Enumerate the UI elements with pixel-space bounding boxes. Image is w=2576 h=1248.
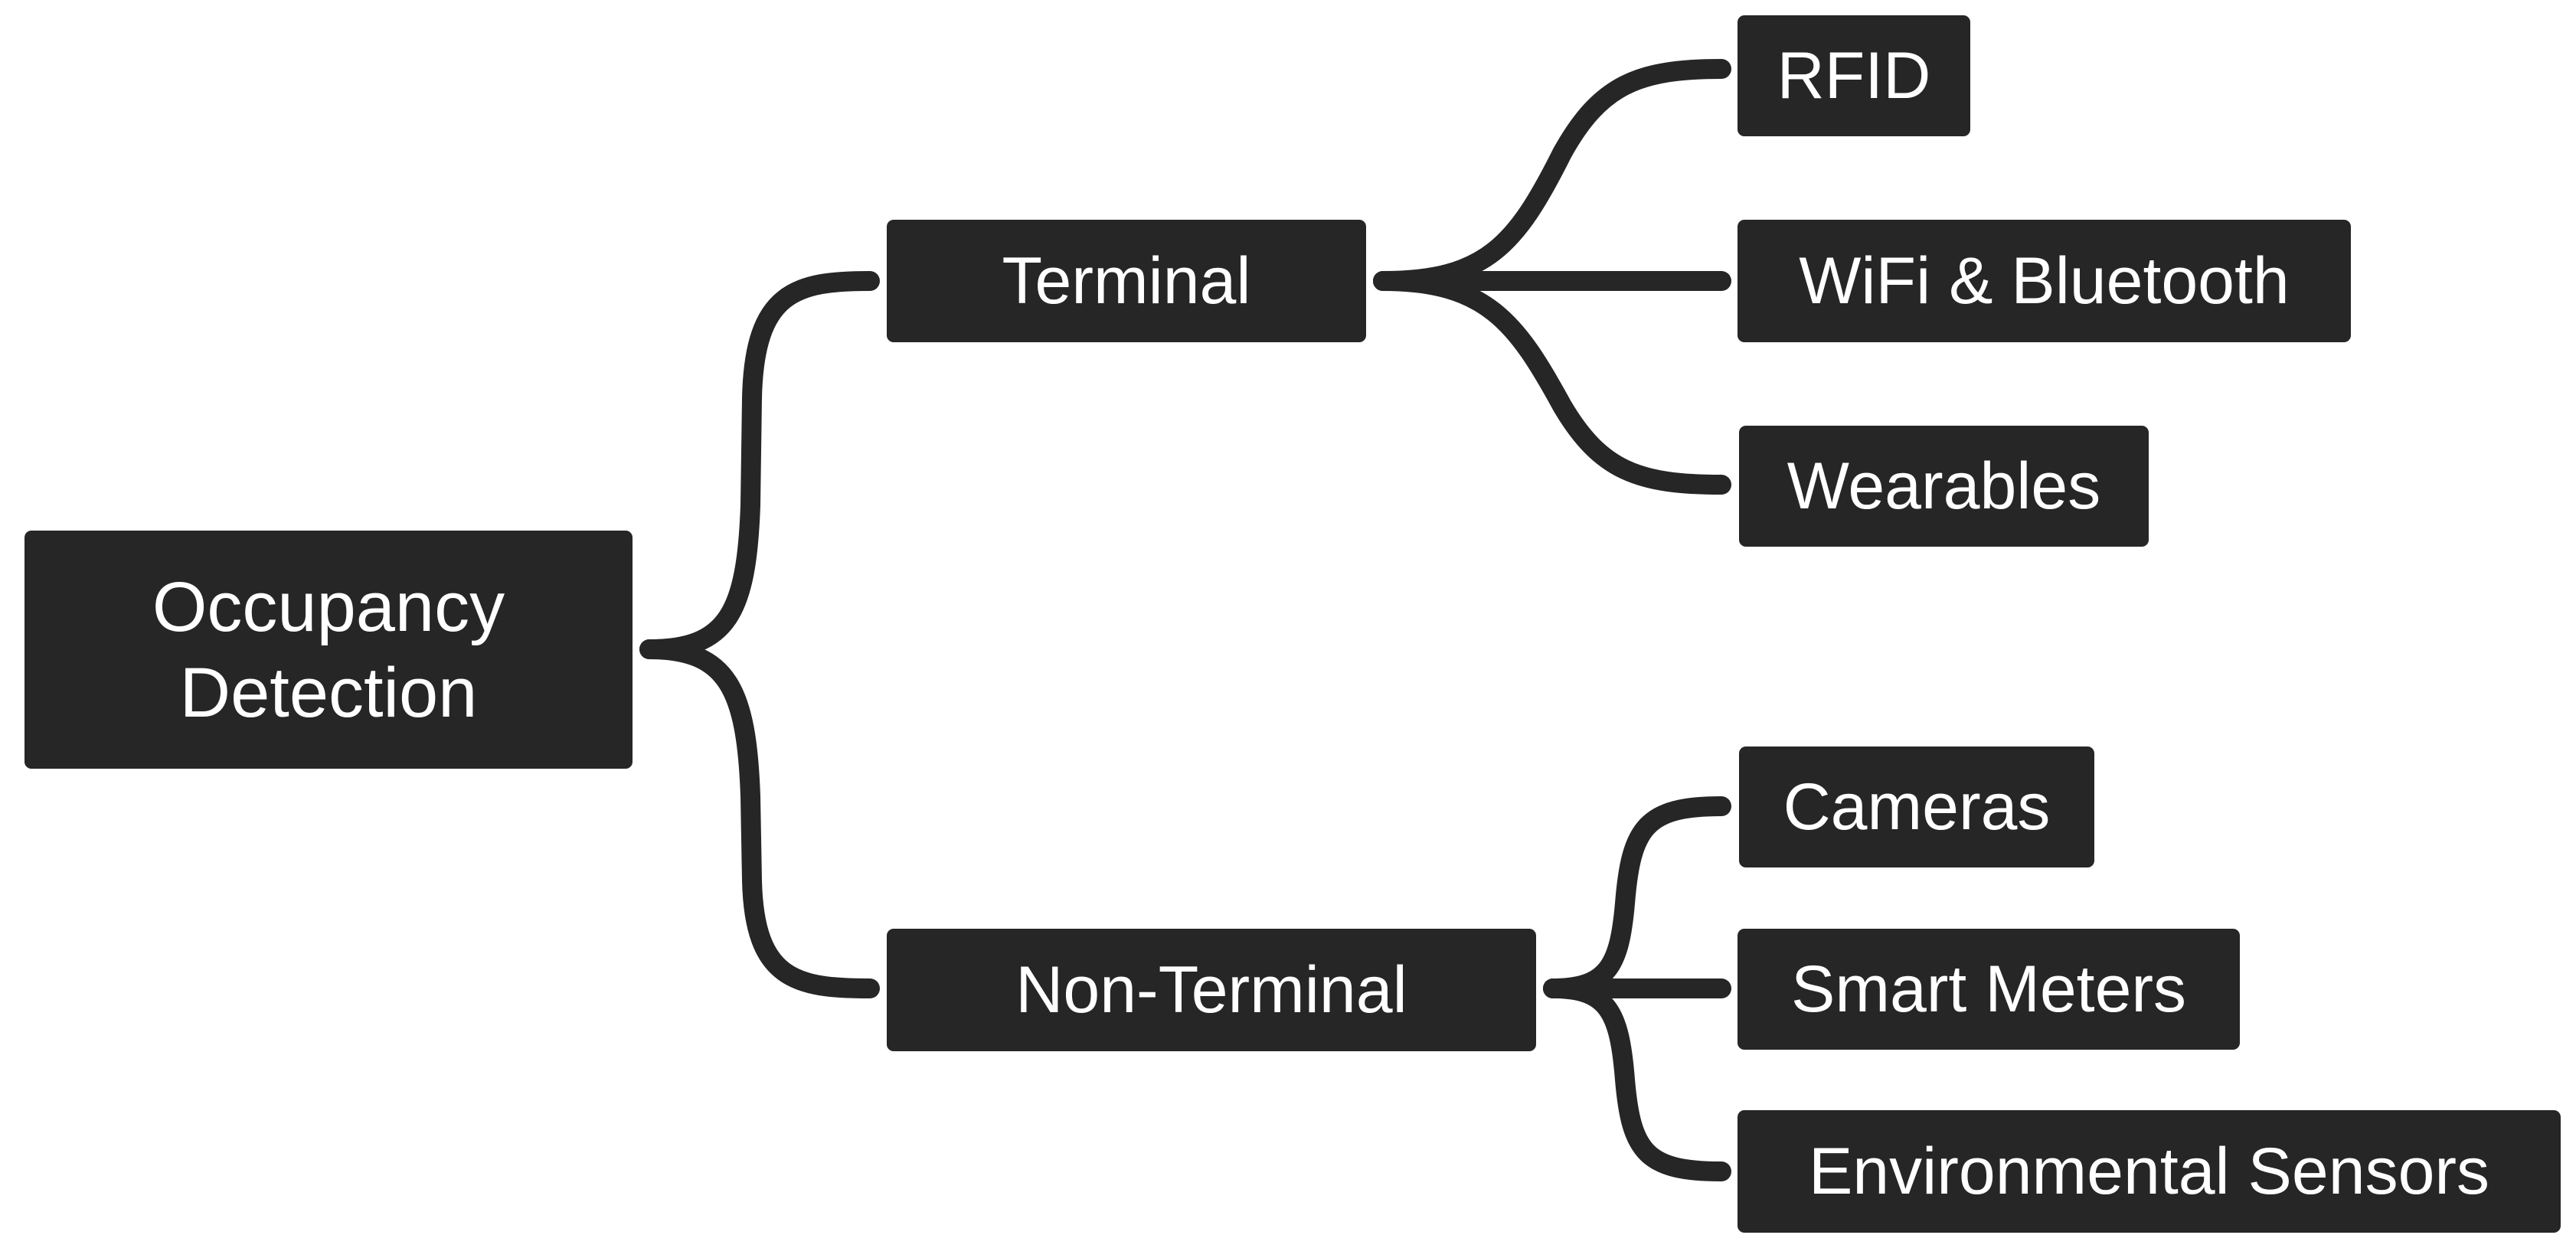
leaf-node-smart-meters[interactable]: Smart Meters [1737,929,2240,1050]
branch-node-label: Non-Terminal [1015,952,1407,1027]
connector-terminal-wearables [1373,271,1731,495]
connector-root-nonterminal [639,639,880,998]
leaf-node-label: Cameras [1783,769,2051,844]
branch-node-terminal[interactable]: Terminal [887,220,1366,342]
leaf-node-cameras[interactable]: Cameras [1739,747,2094,867]
leaf-node-wifi-bluetooth[interactable]: WiFi & Bluetooth [1737,220,2351,342]
branch-node-label: Terminal [1002,243,1251,318]
leaf-node-label: Wearables [1787,449,2101,523]
leaf-node-rfid[interactable]: RFID [1737,15,1970,136]
connector-nonterminal-envsensors [1543,978,1731,1181]
leaf-node-label: Environmental Sensors [1808,1134,2490,1208]
root-node-label: Occupancy Detection [152,567,505,732]
connector-nonterminal-cameras [1543,796,1731,998]
leaf-node-wearables[interactable]: Wearables [1739,426,2149,547]
leaf-node-environmental-sensors[interactable]: Environmental Sensors [1737,1110,2561,1233]
connector-terminal-rfid [1373,59,1731,291]
connector-root-terminal [639,271,880,659]
leaf-node-label: Smart Meters [1790,952,2187,1026]
branch-node-non-terminal[interactable]: Non-Terminal [887,929,1536,1051]
leaf-node-label: RFID [1777,38,1931,113]
leaf-node-label: WiFi & Bluetooth [1799,243,2290,318]
root-node-occupancy-detection[interactable]: Occupancy Detection [25,531,633,769]
